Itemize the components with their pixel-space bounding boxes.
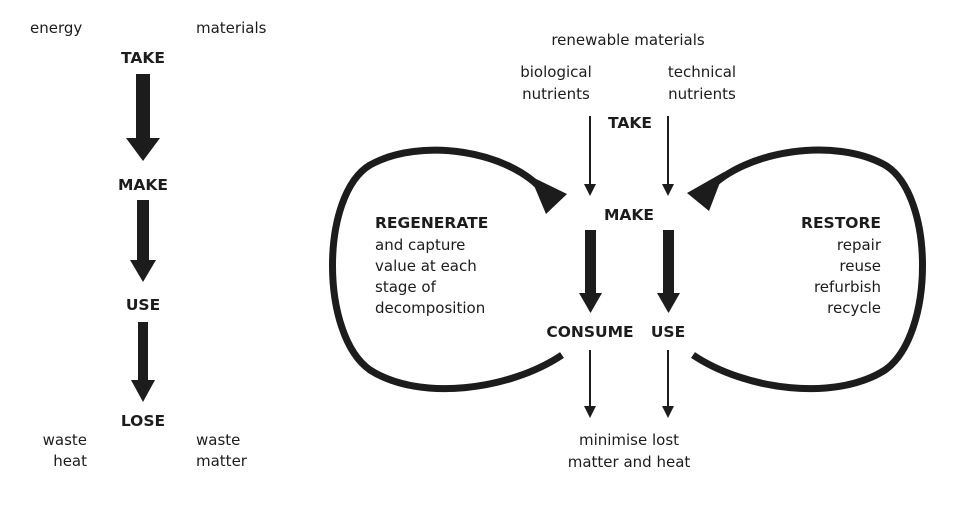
regenerate-line4: decomposition [375, 299, 485, 317]
restore-line3: refurbish [814, 278, 881, 296]
circular-make-label: MAKE [604, 206, 654, 224]
regenerate-line1: and capture [375, 236, 465, 254]
consume-label: CONSUME [546, 323, 633, 341]
waste-heat-line2: heat [53, 452, 87, 470]
linear-economy-panel: energy materials TAKE MAKE USE LOSE wast… [30, 19, 267, 470]
take-to-make-arrow [126, 74, 160, 161]
restore-line1: repair [837, 236, 882, 254]
restore-line2: reuse [839, 257, 881, 275]
circular-use-label: USE [651, 323, 685, 341]
biological-nutrients-line2: nutrients [522, 85, 590, 103]
restore-title: RESTORE [801, 214, 881, 232]
regenerate-loop-arrow [329, 146, 567, 393]
regenerate-line3: stage of [375, 278, 437, 296]
consume-output-arrow [584, 350, 596, 418]
make-to-consume-arrow [579, 230, 602, 313]
linear-take-label: TAKE [121, 49, 165, 67]
waste-matter-line2: matter [196, 452, 248, 470]
restore-line4: recycle [827, 299, 881, 317]
technical-nutrients-line1: technical [668, 63, 736, 81]
make-to-use-arrow [130, 200, 156, 282]
biological-input-arrow [584, 116, 596, 196]
waste-matter-line1: waste [196, 431, 240, 449]
use-output-arrow [662, 350, 674, 418]
technical-nutrients-line2: nutrients [668, 85, 736, 103]
technical-input-arrow [662, 116, 674, 196]
minimise-loss-line1: minimise lost [579, 431, 679, 449]
regenerate-line2: value at each [375, 257, 477, 275]
linear-make-label: MAKE [118, 176, 168, 194]
materials-label: materials [196, 19, 267, 37]
linear-lose-label: LOSE [121, 412, 165, 430]
renewable-materials-label: renewable materials [551, 31, 705, 49]
minimise-loss-line2: matter and heat [568, 453, 691, 471]
linear-use-label: USE [126, 296, 160, 314]
biological-nutrients-line1: biological [520, 63, 592, 81]
regenerate-title: REGENERATE [375, 214, 488, 232]
waste-heat-line1: waste [43, 431, 87, 449]
energy-label: energy [30, 19, 82, 37]
make-to-use-circular-arrow [657, 230, 680, 313]
circular-economy-panel: renewable materials biological nutrients… [329, 31, 926, 471]
restore-loop-arrow [687, 146, 926, 393]
circular-take-label: TAKE [608, 114, 652, 132]
use-to-lose-arrow [131, 322, 155, 402]
